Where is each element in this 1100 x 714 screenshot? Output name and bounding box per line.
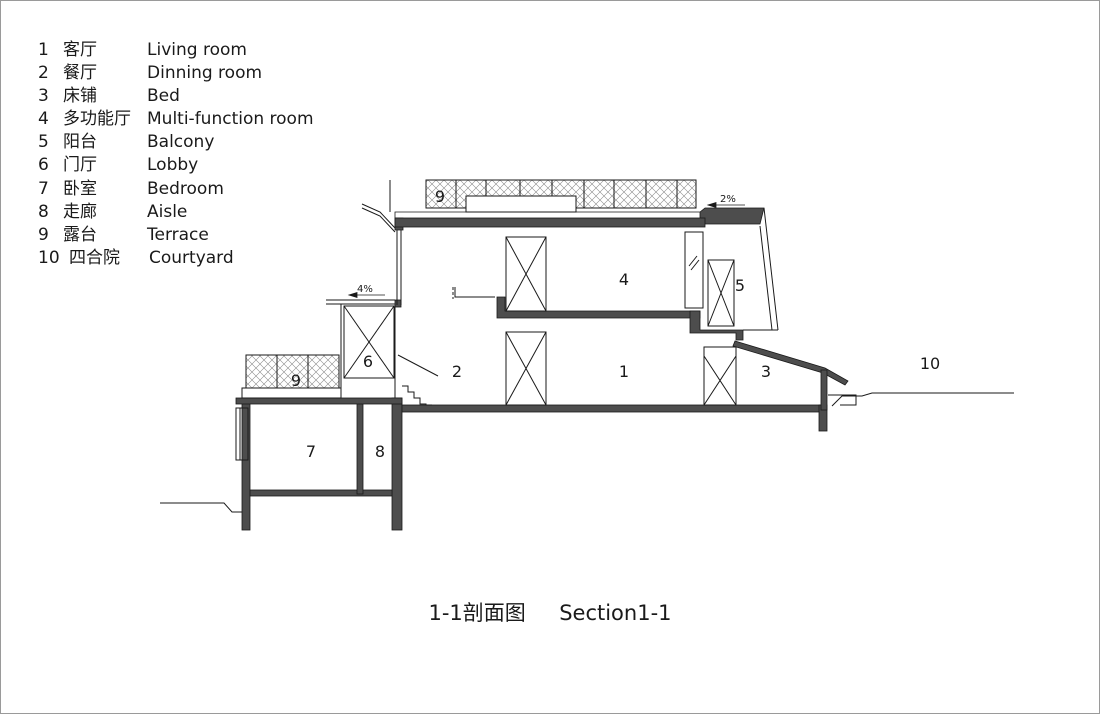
legend-chinese-name: 走廊	[63, 201, 97, 222]
legend-english-name: Living room	[147, 40, 247, 60]
legend-number: 8	[38, 201, 49, 222]
legend-chinese-name: 露台	[63, 224, 97, 245]
legend-chinese-name: 卧室	[63, 178, 97, 199]
legend-chinese-name: 阳台	[63, 132, 97, 153]
legend-chinese-name: 四合院	[69, 247, 120, 268]
ground-line	[160, 392, 1014, 513]
caption-english: Section1-1	[559, 601, 672, 625]
slope-label-roof: 2%	[720, 194, 736, 205]
room-label-terrace-upper: 9	[435, 187, 445, 206]
room-label-courtyard: 10	[920, 354, 940, 373]
room-label-balcony: 5	[735, 276, 745, 295]
legend-english-name: Aisle	[147, 201, 188, 222]
legend-english-name: Courtyard	[149, 247, 234, 268]
legend-chinese-name: 床铺	[63, 86, 97, 107]
caption-chinese: 1-1剖面图	[428, 601, 526, 625]
room-label-aisle: 8	[375, 442, 385, 461]
legend-chinese-name: 多功能厅	[63, 109, 131, 130]
terrace-railing-upper	[389, 179, 697, 213]
legend-chinese-name: 餐厅	[63, 63, 97, 84]
door-elevation	[343, 236, 737, 406]
legend-number: 4	[38, 109, 49, 130]
room-label-living: 1	[619, 362, 629, 381]
legend-english-name: Bedroom	[147, 178, 224, 199]
building-outline	[235, 203, 779, 461]
legend-number: 10	[38, 247, 60, 268]
legend-english-name: Multi-function room	[147, 109, 314, 130]
legend-english-name: Bed	[147, 86, 180, 107]
legend-number: 5	[38, 132, 49, 153]
room-label-dining: 2	[452, 362, 462, 381]
room-label-bedroom: 7	[306, 442, 316, 461]
legend-number: 9	[38, 224, 49, 245]
slope-label-lower-roof: 4%	[357, 284, 373, 295]
terrace-railing-lower	[241, 354, 342, 399]
drawing-caption: 1-1剖面图 Section1-1	[0, 597, 1100, 627]
legend-number: 6	[38, 155, 49, 176]
legend-english-name: Lobby	[147, 155, 199, 176]
slope-arrow	[347, 201, 745, 299]
legend-chinese-name: 门厅	[63, 155, 97, 176]
legend-chinese-name: 客厅	[63, 40, 97, 60]
room-label-multifunction: 4	[619, 270, 629, 289]
legend-number: 1	[38, 40, 49, 60]
legend-english-name: Balcony	[147, 132, 215, 153]
legend-english-name: Dinning room	[147, 63, 263, 84]
room-label-terrace-lower: 9	[291, 371, 301, 390]
legend-number: 7	[38, 178, 49, 199]
legend-number: 3	[38, 86, 49, 107]
room-label-bed: 3	[761, 362, 771, 381]
legend-english-name: Terrace	[147, 224, 209, 245]
legend-number: 2	[38, 63, 49, 84]
cut-walls	[235, 207, 849, 531]
room-label-lobby: 6	[363, 352, 373, 371]
